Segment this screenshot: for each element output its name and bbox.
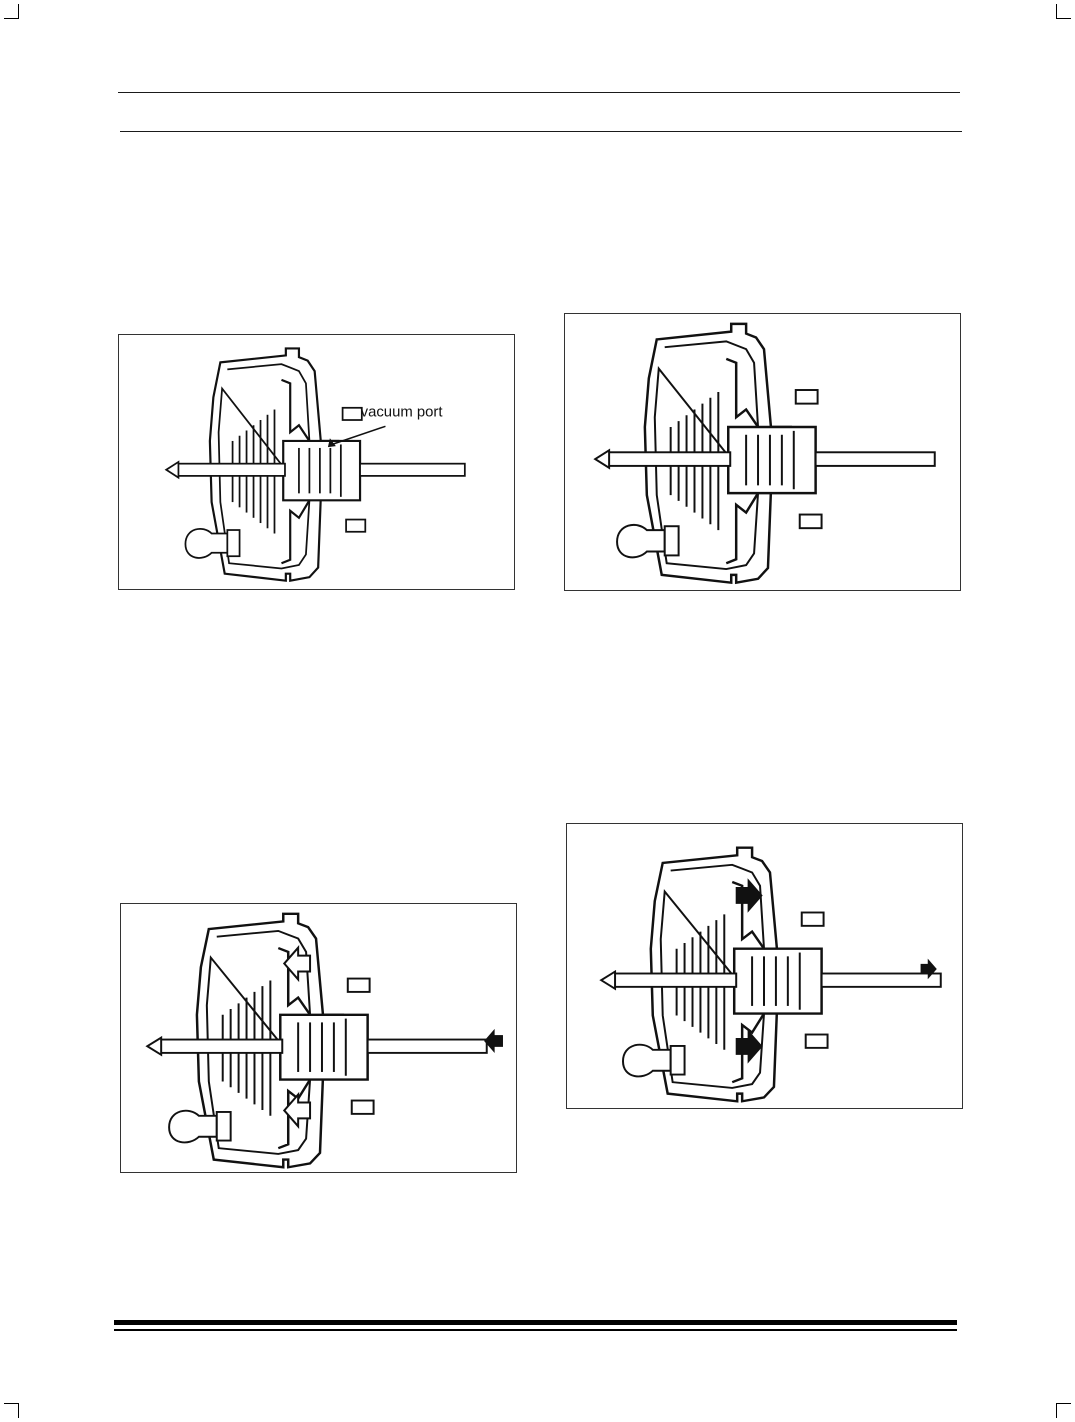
header-rule-top — [118, 92, 960, 93]
figure-booster-vacuum-port: vacuum port — [118, 334, 515, 590]
figure-booster-released — [564, 313, 961, 591]
corner-mark-bottom-left — [4, 1403, 19, 1418]
corner-mark-top-left — [4, 4, 19, 19]
figure-booster-boost-output — [566, 823, 963, 1109]
booster-diagram-1: vacuum port — [165, 347, 466, 582]
corner-mark-bottom-right — [1056, 1403, 1071, 1418]
booster-diagram-4 — [599, 846, 942, 1103]
booster-diagram-2 — [593, 322, 936, 584]
arrow-right-icon — [735, 1030, 763, 1063]
booster-diagram-3 — [146, 912, 503, 1169]
corner-mark-top-right — [1056, 4, 1071, 19]
figure-booster-applied-input — [120, 903, 517, 1173]
header-rule-bottom — [120, 131, 962, 132]
callout-marker — [327, 438, 336, 448]
footer-rule-thin — [114, 1329, 957, 1331]
callout-leader-line — [332, 425, 386, 445]
vacuum-port-label: vacuum port — [361, 404, 444, 420]
footer-rule-thick — [114, 1320, 957, 1325]
